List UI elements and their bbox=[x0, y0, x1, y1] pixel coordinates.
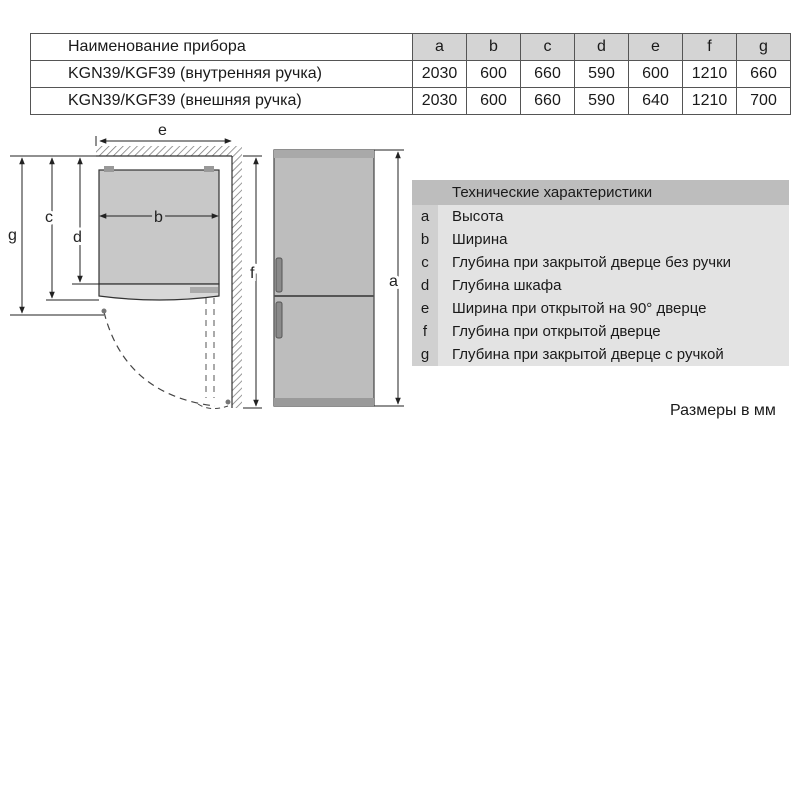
legend-key: d bbox=[412, 274, 438, 297]
value-cell: 660 bbox=[736, 60, 791, 88]
table-row: KGN39/KGF39 (внешняя ручка) 2030 600 660… bbox=[30, 87, 791, 115]
legend-text: Глубина при открытой дверце bbox=[438, 320, 789, 343]
legend-item: c Глубина при закрытой дверце без ручки bbox=[412, 251, 789, 274]
units-note: Размеры в мм bbox=[670, 402, 776, 419]
legend-item: d Глубина шкафа bbox=[412, 274, 789, 297]
legend-text: Глубина шкафа bbox=[438, 274, 789, 297]
legend-key: c bbox=[412, 251, 438, 274]
row-name-cell: KGN39/KGF39 (внешняя ручка) bbox=[30, 87, 413, 115]
value-cell: 590 bbox=[574, 87, 629, 115]
legend-key: a bbox=[412, 205, 438, 228]
dim-label-b: b bbox=[154, 209, 163, 226]
header-col-f: f bbox=[682, 33, 737, 61]
dim-label-d: d bbox=[73, 229, 82, 246]
header-col-d: d bbox=[574, 33, 629, 61]
legend-key: e bbox=[412, 297, 438, 320]
table-row: KGN39/KGF39 (внутренняя ручка) 2030 600 … bbox=[30, 60, 791, 88]
row-name-cell: KGN39/KGF39 (внутренняя ручка) bbox=[30, 60, 413, 88]
dimensions-table: Наименование прибора a b c d e f g KGN39… bbox=[30, 33, 791, 115]
legend-text: Глубина при закрытой дверце без ручки bbox=[438, 251, 789, 274]
spec-legend: Технические характеристики a Высота b Ши… bbox=[412, 180, 789, 366]
header-col-e: e bbox=[628, 33, 683, 61]
header-name-cell: Наименование прибора bbox=[30, 33, 413, 61]
value-cell: 600 bbox=[466, 60, 521, 88]
value-cell: 1210 bbox=[682, 60, 737, 88]
dim-label-c: c bbox=[45, 209, 53, 226]
dim-label-f: f bbox=[250, 265, 255, 282]
fridge-dimension-drawing: e b g c d f a bbox=[8, 122, 404, 410]
value-cell: 700 bbox=[736, 87, 791, 115]
value-cell: 660 bbox=[520, 60, 575, 88]
legend-text: Глубина при закрытой дверце с ручкой bbox=[438, 343, 789, 366]
dim-label-e: e bbox=[158, 122, 167, 139]
legend-item: g Глубина при закрытой дверце с ручкой bbox=[412, 343, 789, 366]
legend-item: a Высота bbox=[412, 205, 789, 228]
legend-text: Ширина bbox=[438, 228, 789, 251]
fridge-top-view bbox=[98, 166, 231, 410]
dim-label-a: a bbox=[389, 273, 398, 290]
header-col-b: b bbox=[466, 33, 521, 61]
legend-item: b Ширина bbox=[412, 228, 789, 251]
legend-item: f Глубина при открытой дверце bbox=[412, 320, 789, 343]
legend-item: e Ширина при открытой на 90° дверце bbox=[412, 297, 789, 320]
legend-key: f bbox=[412, 320, 438, 343]
header-col-c: c bbox=[520, 33, 575, 61]
legend-key: b bbox=[412, 228, 438, 251]
dim-label-g: g bbox=[8, 227, 17, 244]
wall-top-view bbox=[96, 146, 242, 408]
legend-title: Технические характеристики bbox=[412, 180, 789, 205]
value-cell: 2030 bbox=[412, 87, 467, 115]
legend-text: Ширина при открытой на 90° дверце bbox=[438, 297, 789, 320]
header-col-g: g bbox=[736, 33, 791, 61]
value-cell: 2030 bbox=[412, 60, 467, 88]
legend-key: g bbox=[412, 343, 438, 366]
table-header-row: Наименование прибора a b c d e f g bbox=[30, 33, 791, 61]
fridge-front-view bbox=[273, 149, 375, 407]
legend-text: Высота bbox=[438, 205, 789, 228]
value-cell: 640 bbox=[628, 87, 683, 115]
